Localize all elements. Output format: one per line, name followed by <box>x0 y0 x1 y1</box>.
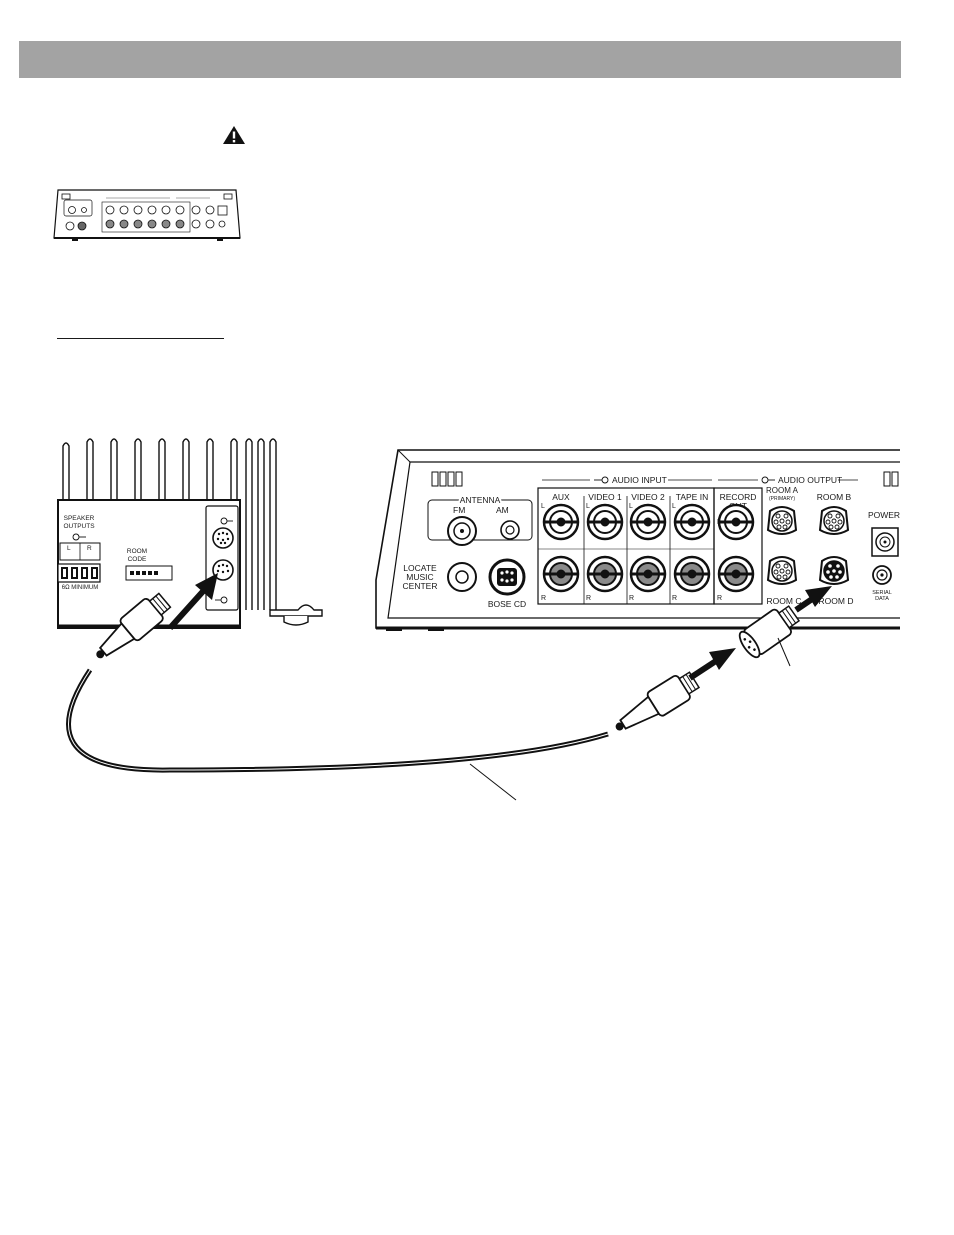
locate-label-line1: LOCATE <box>403 563 437 573</box>
insertion-arrow-left <box>167 573 218 631</box>
input-arrow-icon <box>215 596 228 604</box>
record-out-jacks[interactable] <box>717 503 755 593</box>
speaker-terminal-block <box>57 563 101 583</box>
audio-input-label: AUDIO INPUT <box>612 475 667 485</box>
insertion-arrow-right <box>794 586 832 613</box>
room-b-connector[interactable] <box>818 506 850 535</box>
serial-data-label-line2: DATA <box>875 596 889 602</box>
amp-din-connector-lower[interactable] <box>212 559 234 581</box>
fm-antenna-jack[interactable] <box>447 516 477 546</box>
locate-label-line2: MUSIC <box>406 572 433 582</box>
primary-label: (PRIMARY) <box>769 496 795 502</box>
amp-din-connector-upper[interactable] <box>212 527 234 549</box>
bose-cd-label: BOSE CD <box>488 599 526 609</box>
room-a-label: ROOM A <box>766 486 799 495</box>
room-d-connector[interactable] <box>818 556 850 585</box>
room-a-connector[interactable] <box>766 506 798 535</box>
section-underline <box>57 338 224 339</box>
section-header-bar <box>19 41 901 78</box>
music-center-thumbnail-icon <box>52 186 242 253</box>
channel-r-label: R <box>541 595 546 602</box>
power-label: POWER <box>868 510 900 520</box>
amplifier: SPEAKER OUTPUTS L R <box>57 438 323 629</box>
channel-r-label: R <box>629 595 634 602</box>
record-out-label-line1: RECORD <box>720 492 757 502</box>
fm-label: FM <box>453 505 465 515</box>
tape-in-label: TAPE IN <box>676 492 708 502</box>
video2-label: VIDEO 2 <box>631 492 665 502</box>
room-b-label: ROOM B <box>817 492 852 502</box>
output-arrow-icon <box>72 533 86 541</box>
warning-icon <box>222 125 246 150</box>
locate-label-line3: CENTER <box>403 581 438 591</box>
aux-label: AUX <box>552 492 570 502</box>
antenna-label: ANTENNA <box>460 495 501 505</box>
connection-diagram: SPEAKER OUTPUTS L R <box>0 430 954 815</box>
impedance-label: 6Ω MINIMUM <box>62 585 98 591</box>
rca-jack-right-row[interactable] <box>542 555 711 593</box>
am-antenna-jack[interactable] <box>500 520 520 540</box>
insertion-arrow-center <box>688 648 736 681</box>
bose-cd-connector[interactable] <box>488 558 526 596</box>
speaker-outputs-label-line2: OUTPUTS <box>63 523 95 530</box>
left-channel-label: L <box>67 545 71 552</box>
room-code-label-line2: CODE <box>128 556 147 563</box>
speaker-outputs-label-line1: SPEAKER <box>64 515 95 522</box>
connecting-cable <box>66 592 801 801</box>
video1-label: VIDEO 1 <box>588 492 622 502</box>
music-center: AUDIO INPUT AUDIO OUTPUT ANTENNA FM AM <box>375 449 900 631</box>
audio-output-label: AUDIO OUTPUT <box>778 475 842 485</box>
output-arrow-icon <box>220 517 233 525</box>
rca-jack-left-row[interactable] <box>542 503 711 541</box>
channel-l-label: L <box>586 503 590 510</box>
locate-music-center-jack[interactable] <box>447 562 477 592</box>
room-code-label-line1: ROOM <box>127 548 147 555</box>
channel-l-label: L <box>672 503 676 510</box>
power-jack[interactable] <box>871 527 899 557</box>
channel-r-label: R <box>717 595 722 602</box>
room-c-connector[interactable] <box>766 556 798 585</box>
am-label: AM <box>496 505 509 515</box>
channel-l-label: L <box>541 503 545 510</box>
serial-data-jack[interactable] <box>872 565 892 585</box>
room-code-switch[interactable] <box>125 565 173 581</box>
output-arrow-icon <box>761 476 775 484</box>
right-channel-label: R <box>87 545 92 552</box>
channel-r-label: R <box>672 595 677 602</box>
input-arrow-icon <box>594 476 609 484</box>
room-d-label: ROOM D <box>819 596 854 606</box>
channel-r-label: R <box>586 595 591 602</box>
serial-data-label-line1: SERIAL <box>872 590 892 596</box>
room-c-label: ROOM C <box>767 596 802 606</box>
channel-l-label: L <box>629 503 633 510</box>
